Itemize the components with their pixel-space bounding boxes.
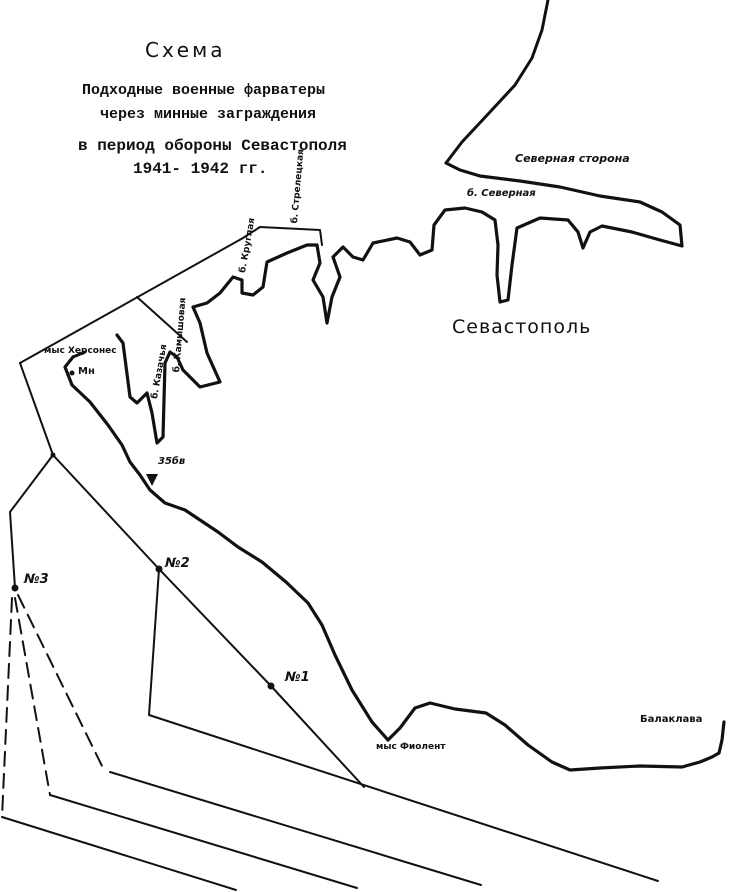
label-balaklava: Балаклава — [640, 714, 703, 725]
fairway-3-dashed-c — [1, 597, 13, 818]
coastline-northside — [444, 0, 550, 165]
label-mys-fiolent: мыс Фиолент — [376, 742, 446, 752]
label-battery-35: 35бв — [158, 456, 186, 467]
map-title-line2: через минные заграждения — [100, 106, 317, 123]
fairway-3-south-c — [1, 816, 237, 891]
fairway-boundary-north — [19, 237, 244, 364]
mn-marker-icon — [69, 370, 75, 376]
fairway-3-point — [11, 584, 19, 592]
coastline-north — [115, 161, 684, 445]
label-sevastopol: Севастополь — [452, 316, 592, 338]
fairway-branch — [136, 296, 188, 343]
label-fairway-1: №1 — [285, 670, 310, 685]
battery-35-marker-icon — [146, 474, 158, 486]
label-severnaya-storona: Северная сторона — [515, 152, 630, 165]
fairway-boundary-north-2 — [242, 226, 323, 246]
fairway-1-point — [267, 682, 275, 690]
map-title-line1: Подходные военные фарватеры — [82, 82, 326, 99]
fairway-3-dashed-a — [17, 594, 104, 769]
label-fairway-2: №2 — [165, 556, 190, 571]
label-fairway-3: №3 — [24, 572, 49, 587]
cape-khersones-stub — [71, 350, 87, 359]
label-mys-khersones: мыс Херсонес — [44, 346, 117, 356]
fairway-2-line — [148, 568, 659, 882]
label-b-severnaya: б. Северная — [467, 188, 536, 199]
fairway-1-line — [52, 454, 365, 788]
coastline-west — [63, 355, 726, 772]
fairway-3-dashed-b — [14, 597, 51, 796]
junction-point — [50, 452, 56, 458]
fairway-3-line — [9, 454, 54, 589]
fairway-2-point — [155, 565, 163, 573]
map-title-line4: 1941- 1942 гг. — [133, 160, 268, 178]
label-mn: Мн — [78, 366, 95, 377]
map-heading: Схема — [145, 38, 226, 62]
fairway-west — [19, 362, 54, 456]
fairway-3-south-b — [49, 794, 358, 889]
fairway-3-south-a — [109, 771, 482, 886]
map-title-line3: в период обороны Севастополя — [78, 137, 347, 155]
